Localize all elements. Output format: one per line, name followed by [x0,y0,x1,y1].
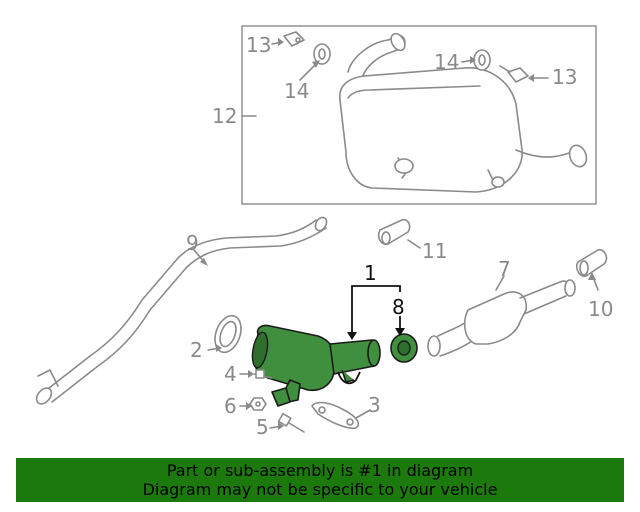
part-7-resonator-pipe[interactable] [427,279,576,357]
callout-1: 1 [364,261,377,285]
callout-4: 4 [224,362,237,386]
part-14-insulator-left[interactable] [313,43,331,65]
callout-3: 3 [368,393,381,417]
part-13-clamp-right[interactable] [499,65,529,83]
callout-13-left: 13 [246,33,271,57]
callout-14-right: 14 [434,50,459,74]
callout-9: 9 [186,231,199,255]
callout-5: 5 [256,415,269,439]
callout-6: 6 [224,394,237,418]
callout-2: 2 [190,338,203,362]
exhaust-parts-diagram: 1 8 2 3 4 5 6 7 9 10 11 12 13 14 14 13 [35,25,613,439]
banner-line-1: Part or sub-assembly is #1 in diagram [166,461,474,480]
callout-14-left: 14 [284,79,309,103]
part-14-insulator-right[interactable] [473,49,491,71]
callout-8: 8 [392,295,405,319]
banner-line-2: Diagram may not be specific to your vehi… [142,480,498,499]
part-10-clamp[interactable] [575,248,608,278]
part-6-nut[interactable] [249,397,267,411]
part-1-catalytic-converter[interactable] [250,324,381,407]
part-4-stud[interactable] [253,369,273,379]
callout-10: 10 [588,297,613,321]
callout-12: 12 [212,104,237,128]
callout-13-right: 13 [552,65,577,89]
part-11-clamp[interactable] [377,218,411,246]
leader-lines-highlighted [347,285,405,340]
part-12-muffler[interactable] [339,31,590,193]
part-2-gasket[interactable] [210,312,246,356]
info-banner: Part or sub-assembly is #1 in diagram Di… [16,458,624,502]
callout-7: 7 [498,257,511,281]
part-3-flange-gasket[interactable] [311,401,360,430]
leader-arrowheads [200,38,596,430]
part-5-bolt[interactable] [277,412,305,433]
muffler-inset-box [241,25,597,205]
part-13-clamp-left[interactable] [283,31,305,47]
part-8-gasket[interactable] [390,333,418,363]
callout-11: 11 [422,239,447,263]
